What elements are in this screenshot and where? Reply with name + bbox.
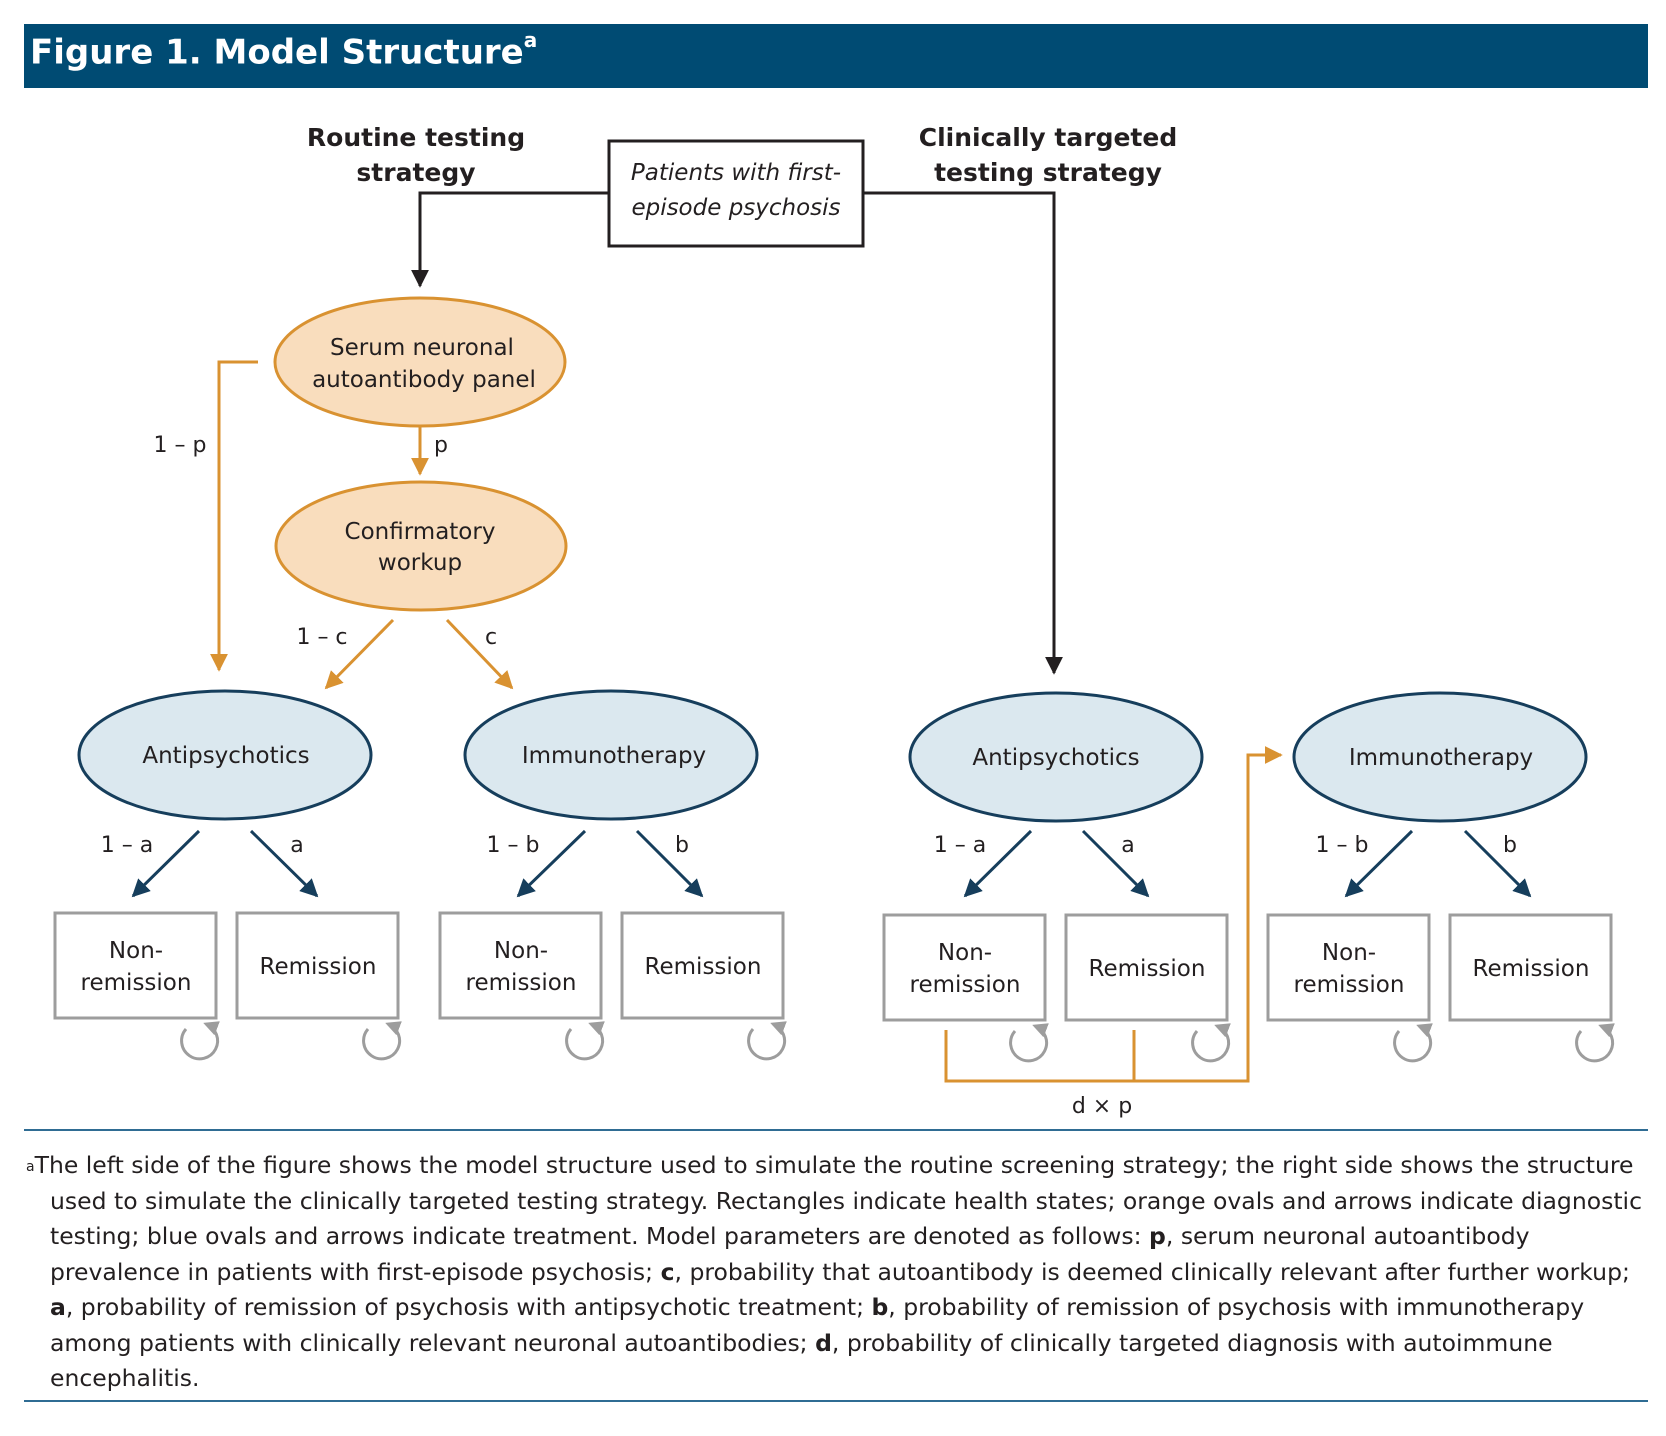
param-a-label-targeted: a [1121,833,1134,858]
footnote-key-c: c [660,1257,675,1286]
targeted-immunotherapy-nonremission-arrow [1344,829,1414,898]
targeted-antipsychotics-oval [908,691,1204,823]
serum-negative-arrow [210,360,258,672]
routine-immunotherapy-nonremission-arrow [516,829,587,898]
param-d-times-p-label: d × p [1072,1094,1132,1119]
routine-immunotherapy-remission-state [620,911,785,1020]
figure-title-text: Figure 1. Model Structure [30,32,524,73]
self-loop-icon [747,1021,787,1061]
routine-strategy-label-line1: Routine testing [307,123,525,152]
targeted-diagnosis-arrow [944,746,1283,1083]
confirmatory-workup-label-line2: workup [378,550,462,576]
targeted-strategy-label-line1: Clinically targeted [919,123,1177,152]
start-node-label-line2: episode psychosis [631,195,840,221]
routine-antipsychotics-nonremission-arrow [131,829,201,898]
targeted-antipsychotics-remission-state [1064,913,1229,1022]
param-1-minus-c-label: 1 – c [296,625,347,650]
targeted-immunotherapy-remission-arrow [1463,829,1532,898]
routine-antipsychotics-remission-arrow [249,829,319,898]
footnote-mark: a [26,1159,35,1175]
param-1-minus-a-label-routine: 1 – a [101,833,153,858]
routine-antipsychotics-oval [77,689,373,821]
state-remission-label: Remission [1473,956,1590,982]
routine-antipsychotics-nonremission-state [53,911,218,1020]
routine-strategy-label-line2: strategy [356,158,475,187]
workup-relevant-arrow [445,618,514,690]
state-nonremission-label-line2: remission [910,972,1021,998]
footnote-key-a: a [50,1293,66,1321]
self-loop-icon [1393,1023,1433,1063]
param-c-label: c [485,625,497,650]
self-loop-icon [565,1021,605,1061]
routine-immunotherapy-label: Immunotherapy [522,743,706,769]
targeted-antipsychotics-remission-arrow [1081,829,1150,898]
confirmatory-workup-label-line1: Confirmatory [345,519,496,545]
targeted-immunotherapy-remission-state [1448,913,1613,1022]
routine-antipsychotics-label: Antipsychotics [142,743,309,769]
routine-strategy-arrow [411,191,609,288]
targeted-strategy-label-line2: testing strategy [934,158,1162,187]
footnote-def-c: , probability that autoantibody is deeme… [674,1257,1630,1286]
footnote-def-a: , probability of remission of psychosis … [65,1293,872,1321]
self-loop-icon [1575,1023,1615,1063]
param-a-label-routine: a [290,833,303,858]
targeted-immunotherapy-oval [1292,691,1588,823]
targeted-strategy-arrow [863,191,1063,675]
routine-immunotherapy-remission-arrow [635,829,704,898]
state-nonremission-label-line1: Non- [1322,940,1376,966]
state-remission-label: Remission [645,954,762,980]
routine-immunotherapy-nonremission-state [438,911,603,1020]
self-loop-icon [1191,1023,1231,1063]
footnote-key-d: d [815,1328,832,1357]
workup-not-relevant-arrow [324,618,395,690]
param-1-minus-p-label: 1 – p [154,433,207,458]
footnote-key-p: p [1149,1222,1166,1250]
footnote-def-d: , probability of clinically targeted dia… [50,1328,1553,1393]
targeted-immunotherapy-nonremission-state [1266,913,1431,1022]
param-1-minus-a-label-targeted: 1 – a [934,833,986,858]
param-1-minus-b-label-routine: 1 – b [487,833,540,858]
self-loop-icon [180,1021,220,1061]
figure-title-footnote-mark: a [523,28,538,52]
routine-antipsychotics-remission-state [235,911,400,1020]
param-b-label-routine: b [675,833,689,858]
targeted-antipsychotics-label: Antipsychotics [972,745,1139,771]
footnote-def-p: , serum neuronal autoantibody prevalence… [50,1222,1530,1286]
figure-title-bar: Figure 1. Model Structurea [24,24,1648,88]
confirmatory-workup-oval [274,480,568,612]
figure-title: Figure 1. Model Structurea [30,28,537,73]
self-loop-icon [1009,1023,1049,1063]
start-node-box [607,139,865,248]
state-nonremission-label-line1: Non- [938,940,992,966]
state-nonremission-label-line2: remission [466,970,577,996]
routine-immunotherapy-oval [463,689,759,821]
footnote-intro: The left side of the figure shows the mo… [34,1151,1643,1250]
state-remission-label: Remission [260,954,377,980]
param-1-minus-b-label-targeted: 1 – b [1316,833,1369,858]
targeted-antipsychotics-nonremission-arrow [963,829,1033,898]
footnote-def-b: , probability of remission of psychosis … [50,1293,1585,1357]
footnote-top-rule [24,1129,1648,1131]
self-loop-icon [362,1021,402,1061]
param-p-label: p [434,433,448,458]
start-node-label-line1: Patients with first- [631,160,841,186]
model-structure-diagram: Routine testing strategy Clinically targ… [53,123,1615,1119]
footnote-bottom-rule [24,1400,1648,1402]
figure-footnote: aThe left side of the figure shows the m… [26,1148,1648,1397]
targeted-antipsychotics-nonremission-state [882,913,1047,1022]
footnote-key-b: b [871,1293,889,1321]
serum-panel-label-line2: autoantibody panel [312,367,536,393]
state-nonremission-label-line2: remission [1294,972,1405,998]
serum-panel-label-line1: Serum neuronal [330,335,514,361]
targeted-immunotherapy-label: Immunotherapy [1349,745,1533,771]
state-nonremission-label-line1: Non- [109,938,163,964]
state-nonremission-label-line1: Non- [494,938,548,964]
param-b-label-targeted: b [1503,833,1517,858]
serum-panel-oval [273,296,567,428]
state-nonremission-label-line2: remission [81,970,192,996]
state-remission-label: Remission [1089,956,1206,982]
